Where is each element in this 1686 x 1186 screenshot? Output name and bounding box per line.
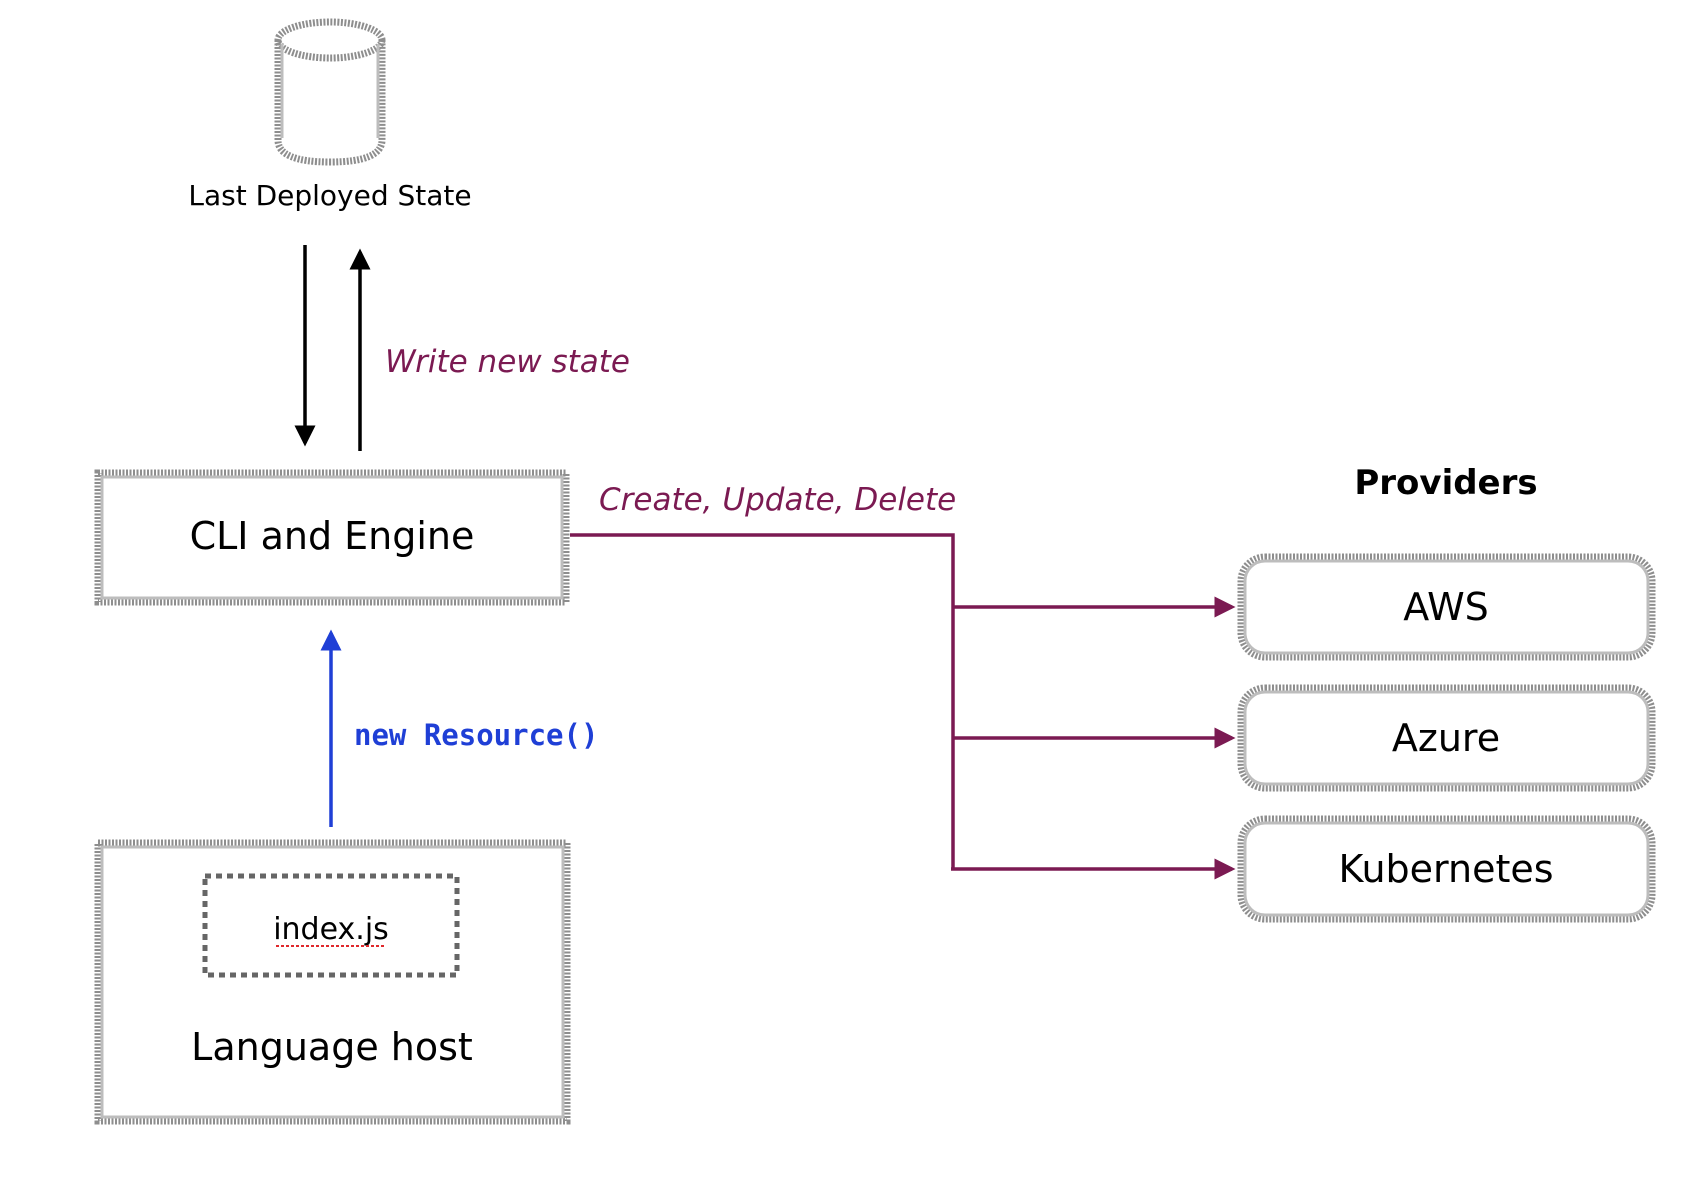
providers-heading: Providers bbox=[1354, 463, 1537, 503]
crud-label: Create, Update, Delete bbox=[599, 482, 956, 518]
write-state-label: Write new state bbox=[385, 344, 630, 380]
crud-trunk-line bbox=[570, 533, 955, 869]
state-store-label: Last Deployed State bbox=[188, 179, 471, 212]
provider-kubernetes-label: Kubernetes bbox=[1338, 847, 1553, 891]
database-icon bbox=[274, 18, 386, 166]
provider-aws: AWS bbox=[1237, 553, 1656, 661]
program-file-box bbox=[202, 873, 460, 978]
provider-kubernetes: Kubernetes bbox=[1237, 815, 1656, 923]
engine-label: CLI and Engine bbox=[190, 514, 475, 558]
resource-call-label: new Resource() bbox=[354, 718, 598, 752]
engine-box-inner bbox=[100, 475, 564, 600]
language-host-box bbox=[94, 839, 571, 1125]
provider-azure: Azure bbox=[1237, 684, 1656, 792]
engine-box bbox=[94, 469, 570, 606]
program-file-label: index.js bbox=[273, 912, 389, 947]
provider-aws-label: AWS bbox=[1403, 585, 1489, 629]
language-host-label: Language host bbox=[191, 1025, 473, 1069]
provider-azure-label: Azure bbox=[1392, 716, 1500, 760]
language-host-box-inner bbox=[100, 845, 565, 1119]
